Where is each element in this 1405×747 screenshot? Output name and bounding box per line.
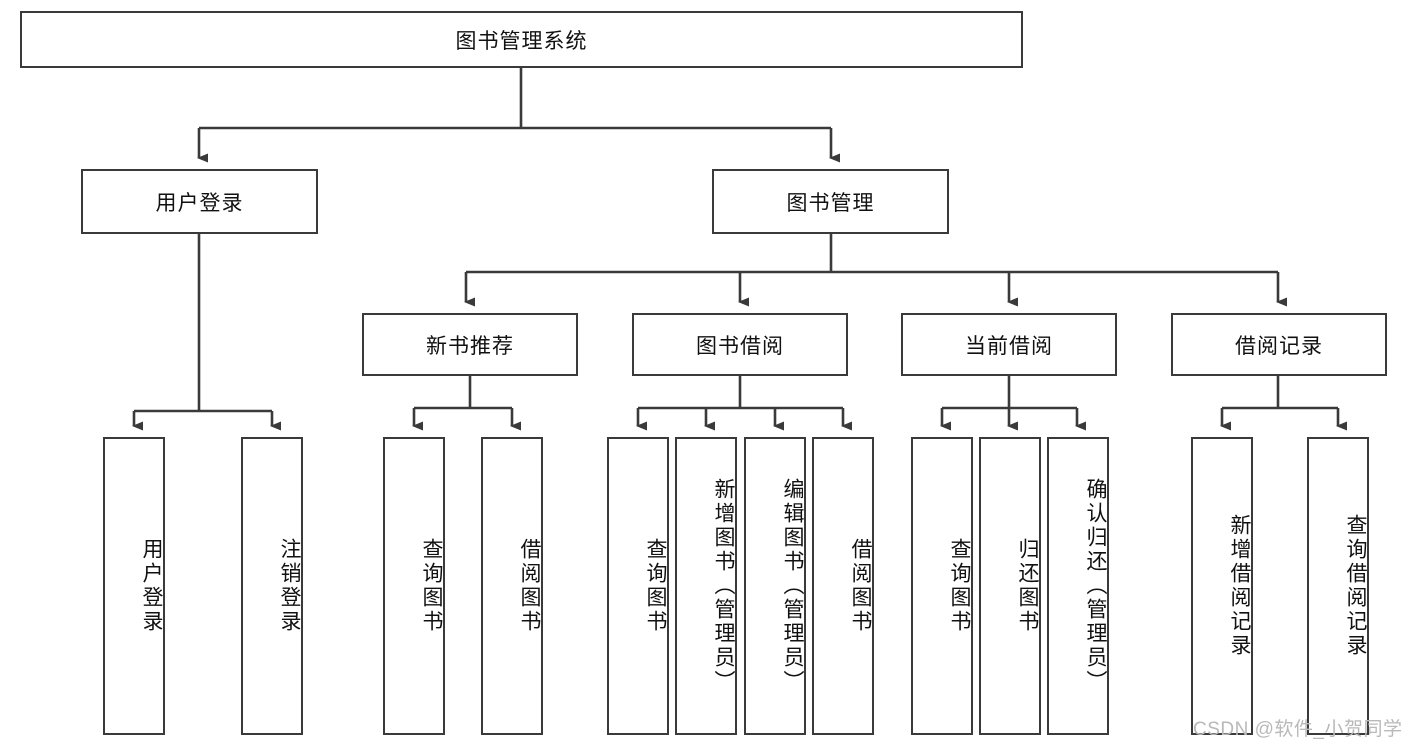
node-current-borrow[interactable]: 当前借阅 — [901, 313, 1117, 376]
node-book-borrow[interactable]: 图书借阅 — [632, 313, 848, 376]
leaf-borrow-book-recommend[interactable]: 借阅图书 — [481, 437, 543, 735]
node-book-management[interactable]: 图书管理 — [712, 169, 949, 234]
node-label: 借阅图书 — [518, 538, 541, 634]
node-label: 确认归还（管理员） — [1084, 478, 1107, 694]
node-label: 图书管理 — [786, 191, 875, 215]
node-label: 用户登录 — [140, 538, 163, 634]
node-label: 编辑图书（管理员） — [781, 478, 804, 694]
node-label: 借阅记录 — [1235, 334, 1323, 358]
leaf-user-login[interactable]: 用户登录 — [103, 437, 165, 735]
leaf-query-book-recommend[interactable]: 查询图书 — [383, 437, 445, 735]
node-label: 注销登录 — [278, 538, 301, 634]
leaf-edit-book-admin[interactable]: 编辑图书（管理员） — [744, 437, 806, 735]
leaf-confirm-return-admin[interactable]: 确认归还（管理员） — [1047, 437, 1109, 735]
leaf-add-borrow-record[interactable]: 新增借阅记录 — [1191, 437, 1253, 735]
leaf-query-book-current[interactable]: 查询图书 — [911, 437, 973, 735]
node-label: 查询图书 — [948, 538, 971, 634]
node-label: 借阅图书 — [849, 538, 872, 634]
node-label: 查询借阅记录 — [1344, 514, 1367, 658]
node-label: 新增图书（管理员） — [712, 478, 735, 694]
node-root-system[interactable]: 图书管理系统 — [20, 11, 1023, 68]
node-label: 图书管理系统 — [455, 29, 588, 53]
node-label: 新书推荐 — [426, 334, 514, 358]
leaf-query-borrow-record[interactable]: 查询借阅记录 — [1307, 437, 1369, 735]
node-label: 用户登录 — [155, 191, 244, 215]
node-label: 查询图书 — [644, 538, 667, 634]
leaf-add-book-admin[interactable]: 新增图书（管理员） — [675, 437, 737, 735]
leaf-return-book[interactable]: 归还图书 — [979, 437, 1041, 735]
csdn-watermark: CSDN @软件_小贺同学 — [1193, 719, 1403, 740]
node-label: 图书借阅 — [696, 334, 784, 358]
leaf-logout[interactable]: 注销登录 — [241, 437, 303, 735]
node-label: 当前借阅 — [965, 334, 1053, 358]
node-label: 查询图书 — [420, 538, 443, 634]
leaf-borrow-book[interactable]: 借阅图书 — [812, 437, 874, 735]
node-label: 归还图书 — [1016, 538, 1039, 634]
node-new-book-recommend[interactable]: 新书推荐 — [362, 313, 578, 376]
node-user-login[interactable]: 用户登录 — [81, 169, 318, 234]
node-label: 新增借阅记录 — [1228, 514, 1251, 658]
leaf-query-book-borrow[interactable]: 查询图书 — [607, 437, 669, 735]
node-borrow-records[interactable]: 借阅记录 — [1171, 313, 1387, 376]
